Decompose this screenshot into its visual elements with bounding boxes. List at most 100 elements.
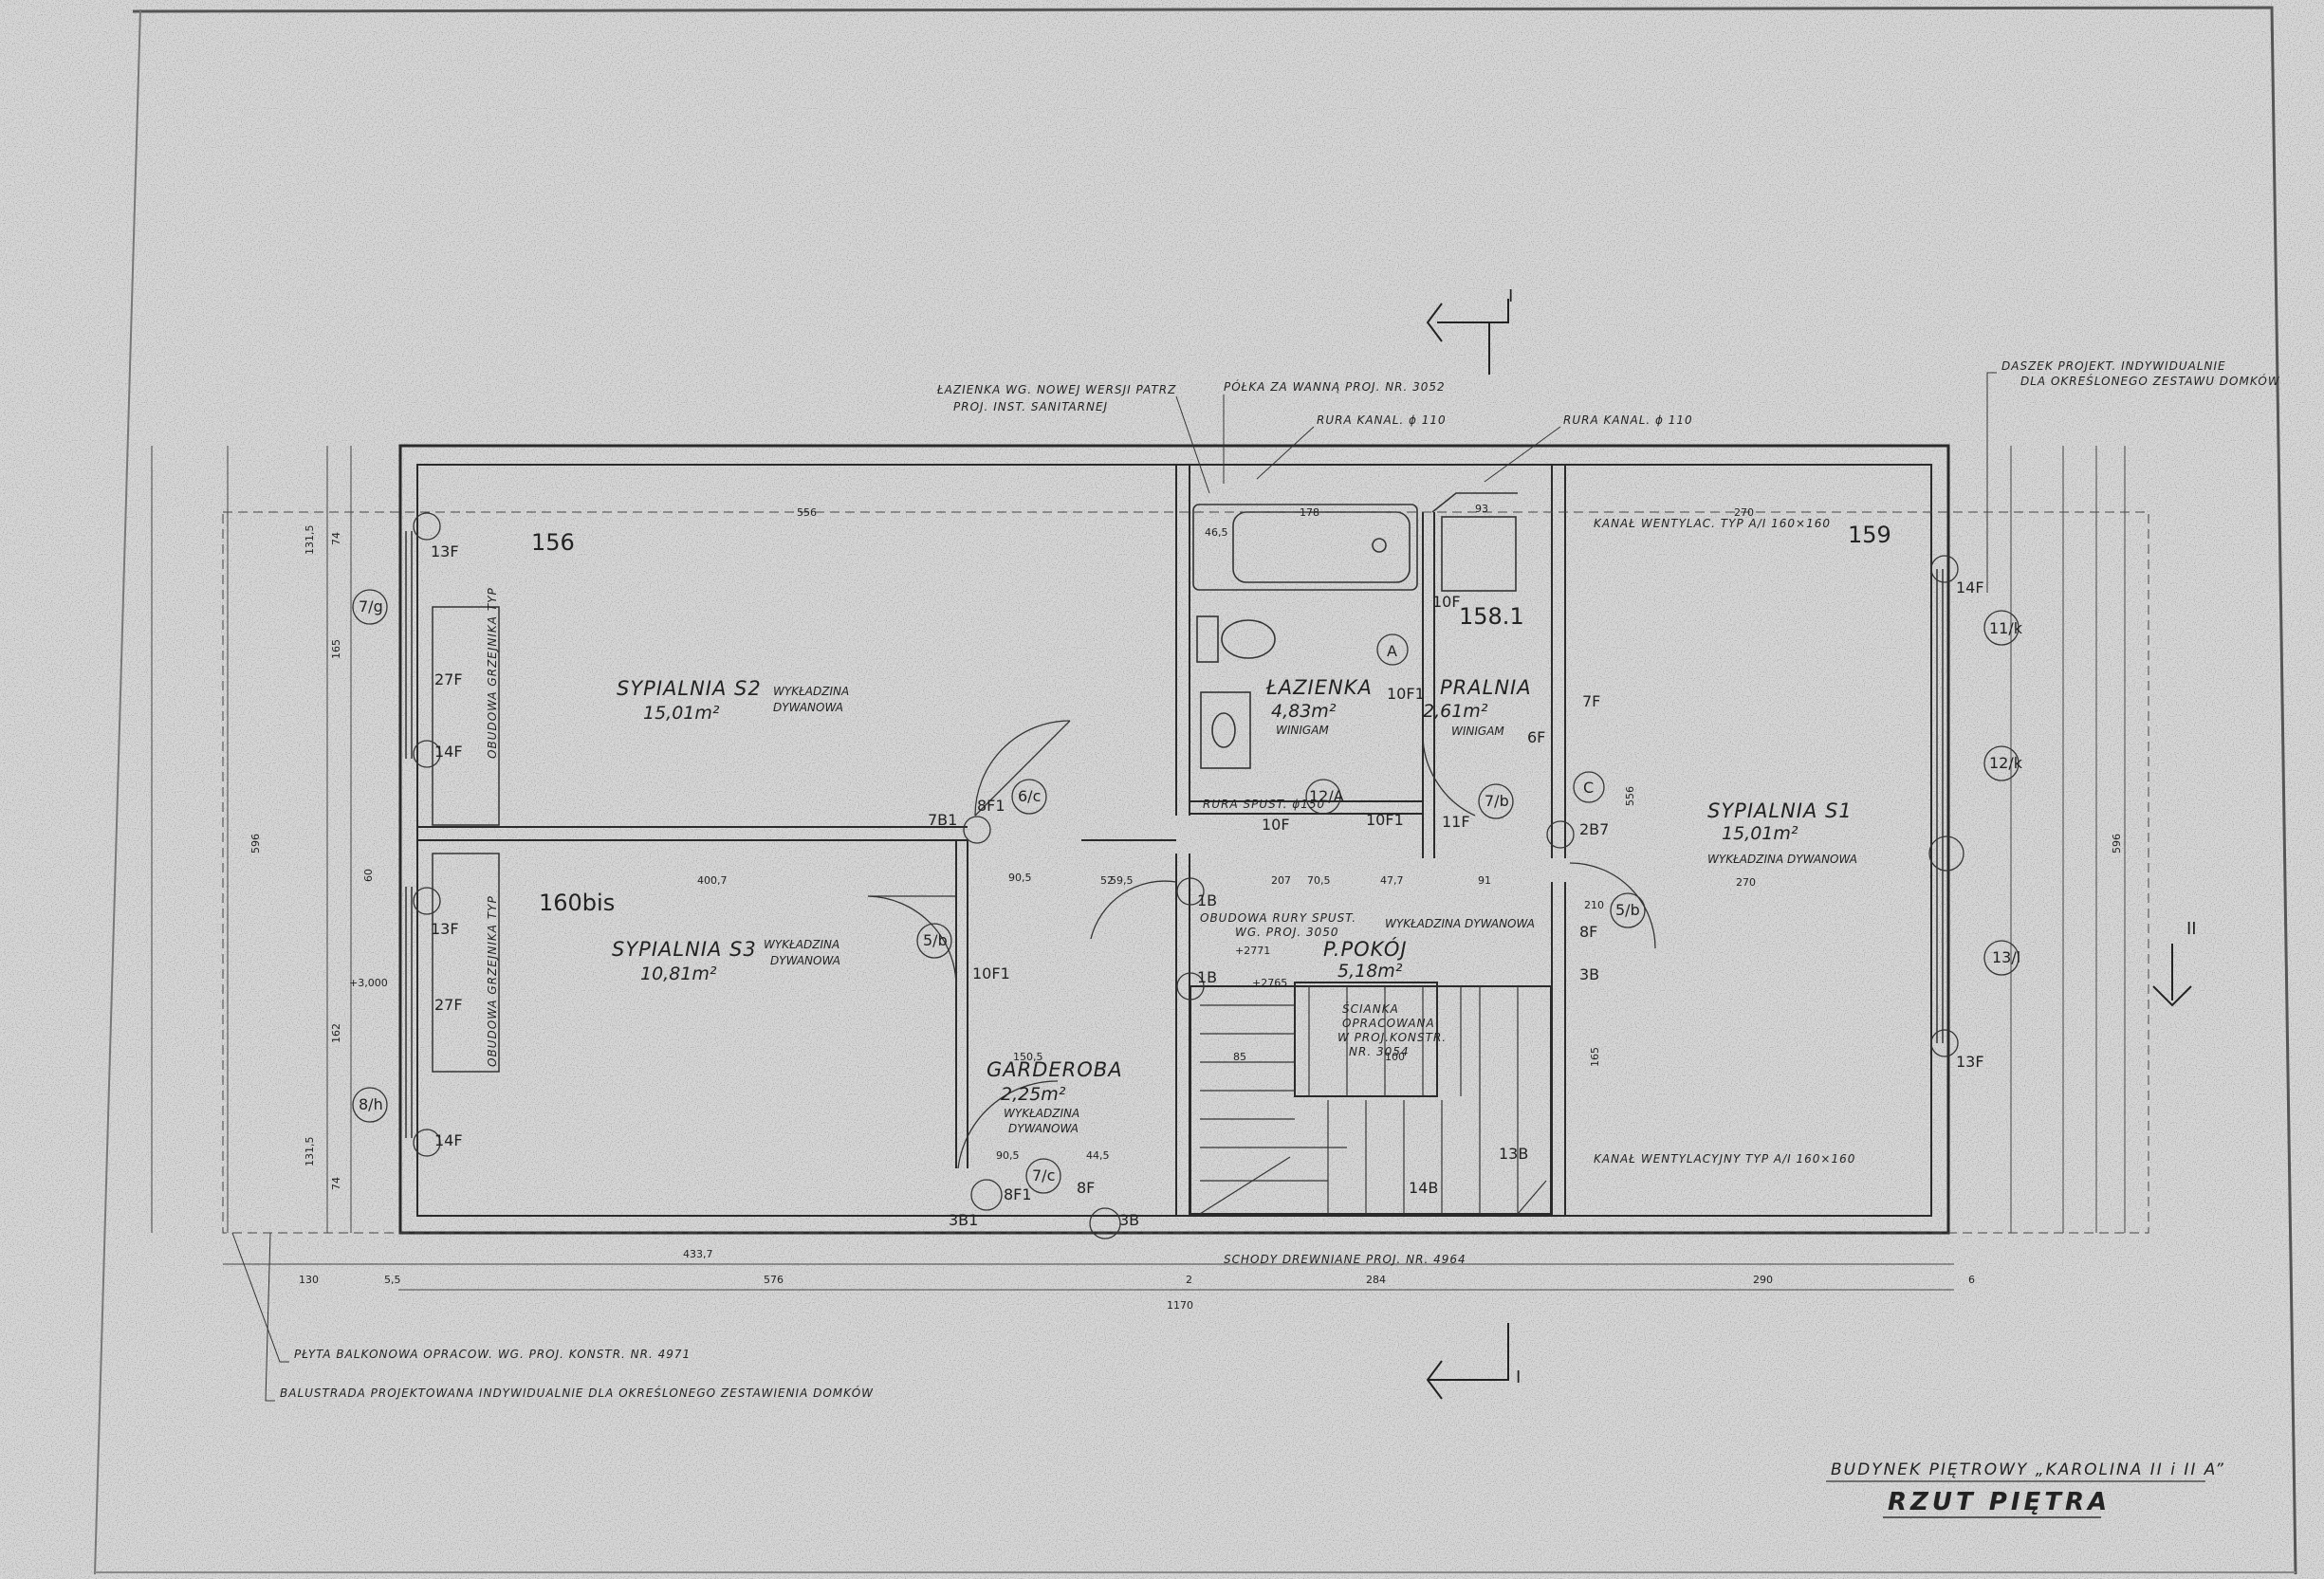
leader: [1484, 426, 1561, 483]
room-bath-name: ŁAZIENKA: [1265, 676, 1373, 699]
tag: 7/c: [1032, 1166, 1055, 1184]
room-hall: P.POKÓJ 5,18m² WYKŁADZINA DYWANOWA: [1323, 917, 1535, 982]
tag: 8/h: [359, 1095, 383, 1113]
dim: 150,5: [1013, 1051, 1043, 1063]
room-bath-floor: WINIGAM: [1276, 724, 1329, 737]
dim: 433,7: [683, 1248, 713, 1260]
pipe-note-1: RURA KANAL. ϕ 110: [1317, 413, 1447, 427]
tag: 11/k: [1989, 619, 2023, 637]
title-block: BUDYNEK PIĘTROWY „KAROLINA II i II A” RZ…: [1826, 1460, 2225, 1518]
toilet: [1196, 615, 1276, 663]
dim: 165: [330, 639, 342, 659]
dim: 270: [1734, 506, 1754, 519]
section-markers: [1426, 299, 2192, 1400]
tag: 10F1: [1387, 685, 1425, 703]
dim: 400,7: [697, 874, 728, 887]
room-hall-area: 5,18m²: [1337, 961, 1403, 982]
washing-machine: [1431, 492, 1518, 592]
tag: 1B: [1197, 891, 1217, 909]
room-wardrobe: GARDEROBA 2,25m² WYKŁADZINA DYWANOWA: [987, 1058, 1122, 1135]
tag: 13F: [1956, 1053, 1984, 1071]
dim: 556: [1624, 786, 1636, 806]
room-wardrobe-floor-1: WYKŁADZINA: [1004, 1107, 1079, 1120]
tag: 14B: [1409, 1179, 1438, 1197]
drain-cover-note-2: WG. PROJ. 3050: [1235, 926, 1339, 939]
room-s3-number: 160bis: [539, 890, 615, 916]
stairs: [1199, 986, 1547, 1215]
balustrade-note: BALUSTRADA PROJEKTOWANA INDYWIDUALNIE DL…: [280, 1386, 874, 1400]
room-s3-floor-2: DYWANOWA: [770, 954, 840, 967]
room-s2: 156 SYPIALNIA S2 15,01m² WYKŁADZINA DYWA…: [531, 529, 849, 724]
dim: 90,5: [996, 1149, 1020, 1162]
tag: 3B: [1119, 1211, 1139, 1229]
drain-pipe-note: RURA SPUST. ϕ150: [1203, 798, 1325, 811]
dim: 131,5: [304, 525, 316, 556]
dim: 165: [1589, 1047, 1601, 1067]
dim: 576: [764, 1274, 784, 1286]
dim: 1170: [1167, 1299, 1193, 1312]
tag: 13F: [431, 542, 459, 560]
room-s3-area: 10,81m²: [640, 964, 717, 984]
tag: 10F: [1262, 816, 1290, 834]
level-2765: +2765: [1252, 977, 1287, 989]
annotations: ŁAZIENKA WG. NOWEJ WERSJI PATRZ PROJ. IN…: [231, 359, 2279, 1402]
room-bath-number: 158.1: [1459, 603, 1524, 630]
room-s1-area: 15,01m²: [1722, 823, 1798, 844]
dim: 2: [1186, 1274, 1192, 1286]
level-2771: +2771: [1235, 945, 1270, 957]
room-wardrobe-floor-2: DYWANOWA: [1008, 1122, 1079, 1135]
section-top-label: I: [1508, 286, 1513, 306]
dim: 207: [1271, 874, 1291, 887]
title-line1: BUDYNEK PIĘTROWY „KAROLINA II i II A”: [1831, 1460, 2225, 1479]
dim: 47,7: [1380, 874, 1404, 887]
partition-note-2: OPRACOWANA: [1342, 1017, 1435, 1030]
dim: 46,5: [1205, 526, 1228, 539]
tag: 10F1: [972, 964, 1010, 982]
dim: 178: [1300, 506, 1319, 519]
dim: 556: [797, 506, 817, 519]
tag: 27F: [434, 670, 463, 689]
room-s2-area: 15,01m²: [643, 703, 720, 724]
room-hall-floor: WYKŁADZINA DYWANOWA: [1385, 917, 1535, 930]
dim: 70,5: [1307, 874, 1331, 887]
tag: 14F: [434, 743, 463, 761]
tag: 8F: [1077, 1179, 1095, 1197]
room-s3-name: SYPIALNIA S3: [612, 938, 757, 961]
tag: 8F1: [1004, 1185, 1032, 1203]
partition-note-4: NR. 3054: [1349, 1045, 1409, 1058]
dim: 52: [1100, 874, 1114, 887]
dim: 131,5: [304, 1137, 316, 1167]
tag: 11F: [1442, 813, 1470, 831]
vent-note-1: KANAŁ WENTYLAC. TYP A/I 160×160: [1594, 517, 1831, 530]
radiator-covers: [432, 606, 500, 1073]
dim: 90,5: [1008, 872, 1032, 884]
dim: 5,5: [384, 1274, 401, 1286]
dim: 44,5: [1086, 1149, 1110, 1162]
tag: 8F: [1579, 923, 1597, 941]
dim: 93: [1475, 503, 1488, 515]
dim: 210: [1584, 899, 1604, 911]
dim: 100: [1385, 1051, 1405, 1063]
tag: 7/g: [359, 597, 383, 615]
tag: 8F1: [977, 797, 1005, 815]
room-s2-floor-1: WYKŁADZINA: [773, 685, 849, 698]
tag: 12/A: [1309, 787, 1344, 805]
room-s2-number: 156: [531, 529, 575, 556]
roof-note-1: DASZEK PROJEKT. INDYWIDUALNIE: [2001, 359, 2226, 373]
dim: 130: [299, 1274, 319, 1286]
section-labels: I I II: [1508, 286, 2197, 1387]
room-s1: 159 SYPIALNIA S1 15,01m² WYKŁADZINA DYWA…: [1707, 522, 1891, 866]
tag: 14F: [1956, 578, 1984, 597]
door-swings: [867, 720, 1656, 1169]
tag: 7B1: [928, 811, 957, 829]
tag: 7F: [1582, 692, 1600, 710]
pipe-note-2: RURA KANAL. ϕ 110: [1563, 413, 1693, 427]
tag: 2B7: [1579, 820, 1609, 838]
tag: 12/k: [1989, 754, 2023, 772]
room-laundry-area: 2,61m²: [1423, 701, 1488, 722]
room-s1-number: 159: [1848, 522, 1891, 548]
room-s2-floor-2: DYWANOWA: [773, 701, 843, 714]
dim: 85: [1233, 1051, 1246, 1063]
